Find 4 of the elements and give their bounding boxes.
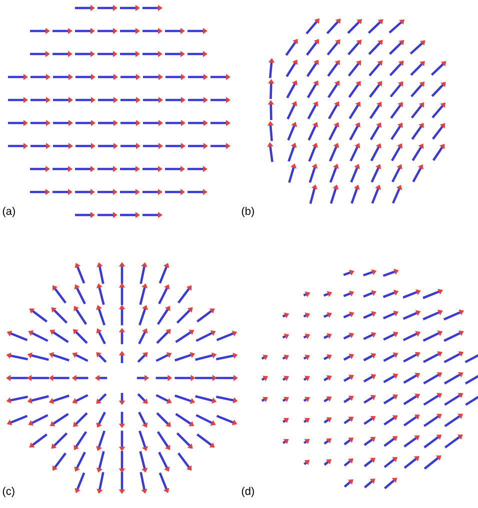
panel-label: (a) bbox=[2, 206, 15, 218]
panel-label: (d) bbox=[242, 486, 254, 498]
panel-label: (c) bbox=[2, 486, 14, 498]
panel-label: (b) bbox=[242, 206, 254, 218]
